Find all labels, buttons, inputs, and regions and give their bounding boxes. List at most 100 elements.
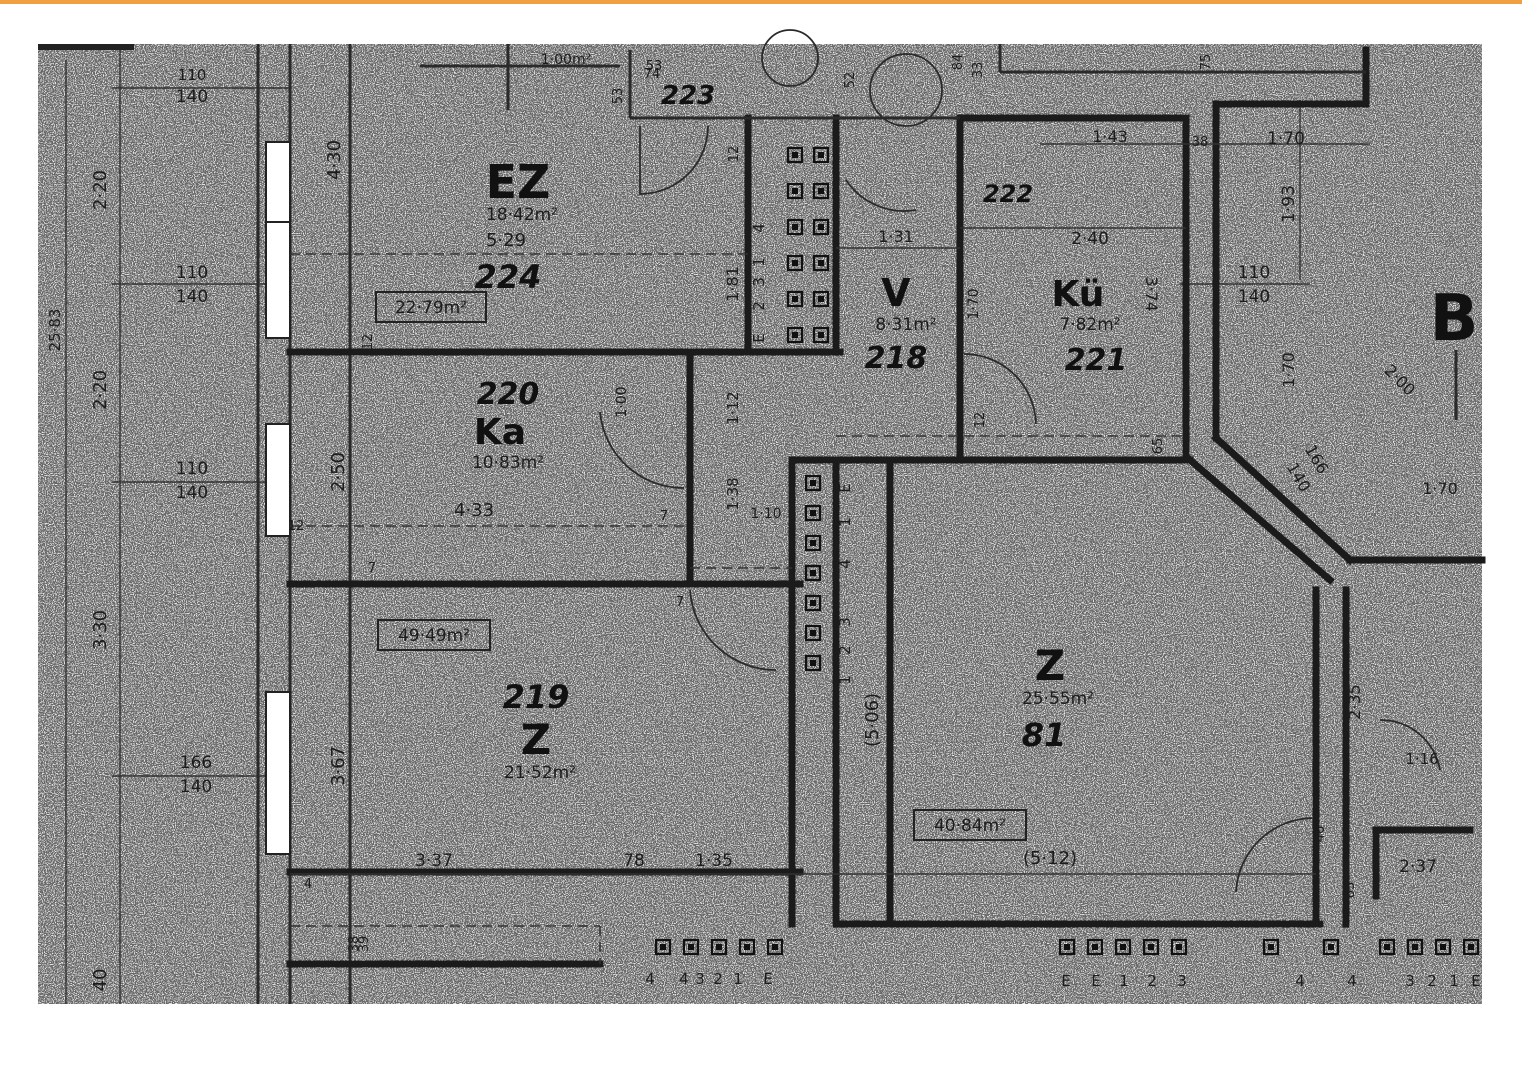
misc-dimension: 38 [347, 936, 362, 953]
room-top-b-number: 222 [983, 180, 1033, 208]
outlet-symbol-dot [818, 260, 824, 266]
outlet-symbol [804, 504, 822, 522]
room-ka-area: 10·83m² [472, 453, 544, 473]
dim-left-height-4: 40 [90, 969, 111, 992]
outlet-symbol [786, 326, 804, 344]
dim-left-height-2: 2·20 [90, 370, 111, 410]
unit-area-boxes [375, 291, 1027, 841]
outlet-symbol-dot [818, 152, 824, 158]
dim-hall-a: 1·12 [724, 391, 742, 424]
misc-dimension: 38 [1192, 135, 1209, 150]
dim-right-height: 1·93 [1279, 185, 1299, 223]
dim-ez-height: 4·30 [324, 140, 345, 180]
outlet-symbol-dot [1120, 944, 1126, 950]
electrical-label-left-column: 4 [750, 223, 768, 233]
outlet-symbol-dot [1412, 944, 1418, 950]
electrical-label-bottom-right: 2 [1427, 972, 1437, 990]
outlet-symbol [1406, 938, 1424, 956]
dim-ka-height: 2·50 [328, 452, 349, 492]
dim-kue-height: 3·74 [1142, 276, 1161, 312]
outlet-symbol-dot [792, 332, 798, 338]
dim-pair-1-bottom: 140 [176, 87, 208, 107]
dim-door-a: 1·00 [614, 386, 630, 417]
outlet-symbol [812, 182, 830, 200]
electrical-label-left-column: 1 [750, 257, 768, 267]
dim-kue-top: 1·43 [1092, 127, 1128, 146]
electrical-label-bottom-left: 3 [695, 970, 705, 988]
misc-dimension: 12 [361, 334, 376, 351]
outlet-symbol-dot [792, 188, 798, 194]
electrical-label-bottom-middle: E [1091, 972, 1100, 990]
room-top-a-number: 223 [661, 81, 715, 111]
misc-dimension: 12 [727, 146, 742, 163]
misc-dimension: 53 [646, 59, 663, 74]
dim-pair-5-bottom: 140 [1238, 287, 1270, 307]
outlet-symbol-dot [1328, 944, 1334, 950]
room-v-name: V [881, 271, 911, 315]
outlet-symbol [804, 564, 822, 582]
outlet-symbol-dot [1440, 944, 1446, 950]
unit-area-3: 40·84m² [934, 816, 1006, 836]
room-ka-number: 220 [477, 377, 540, 412]
outer-wall-left [256, 44, 352, 1004]
electrical-label-middle-column: 1 [836, 517, 854, 527]
electrical-label-left-column: E [750, 333, 768, 342]
dim-left-height-3: 3·30 [90, 610, 111, 650]
outlet-symbol [786, 290, 804, 308]
outlet-symbol [804, 594, 822, 612]
outlet-symbol [1262, 938, 1280, 956]
misc-dimension: 52 [843, 72, 858, 89]
dim-pair-4-top: 166 [180, 753, 212, 773]
outlet-symbol-dot [818, 224, 824, 230]
room-z1-number: 219 [503, 678, 570, 716]
outlet-symbol-dot [1176, 944, 1182, 950]
outlet-symbol [682, 938, 700, 956]
electrical-label-bottom-middle: 2 [1147, 972, 1157, 990]
dim-pair-3-top: 110 [176, 459, 208, 479]
outlet-symbol [1142, 938, 1160, 956]
dim-diag-a: 1·70 [1279, 352, 1298, 388]
electrical-label-bottom-middle: E [1061, 972, 1070, 990]
dim-z1-w2: 78 [623, 851, 645, 871]
outlet-symbol [1434, 938, 1452, 956]
outlet-symbol-dot [1064, 944, 1070, 950]
dim-v-width: 1·31 [878, 227, 914, 246]
room-v-number: 218 [865, 341, 928, 376]
unit-area-box-1 [375, 291, 487, 323]
outlet-symbol [812, 326, 830, 344]
outlet-symbol [766, 938, 784, 956]
dim-pair-2-bottom: 140 [176, 287, 208, 307]
dim-pair-3-bottom: 140 [176, 483, 208, 503]
electrical-label-bottom-right: 1 [1449, 972, 1459, 990]
outlet-symbol-dot [810, 570, 816, 576]
outlet-symbol-dot [792, 152, 798, 158]
electrical-label-middle-column: 4 [836, 559, 854, 569]
room-ez-name: EZ [486, 155, 551, 209]
outlet-symbol [1322, 938, 1340, 956]
outlet-symbol-dot [810, 510, 816, 516]
outlet-symbol-dot [716, 944, 722, 950]
misc-dimension: 46 [1313, 826, 1328, 843]
building-letter: B [1430, 282, 1479, 356]
room-z2-number: 81 [1022, 716, 1067, 754]
outlet-symbol-dot [1468, 944, 1474, 950]
outlet-symbol [786, 146, 804, 164]
outlet-symbol-dot [688, 944, 694, 950]
outlet-symbol [738, 938, 756, 956]
room-z2-area: 25·55m² [1022, 689, 1094, 709]
dim-right-low-c: 2·37 [1399, 857, 1437, 877]
misc-dimension: 12 [973, 412, 988, 429]
outlet-symbol [786, 254, 804, 272]
outlet-symbol [1462, 938, 1480, 956]
dim-right-low-a: 2·35 [1345, 684, 1364, 720]
outlet-symbol [1058, 938, 1076, 956]
dim-left-height-1: 2·20 [90, 170, 111, 210]
door-swings [599, 29, 1441, 893]
unit-area-box-2 [377, 619, 491, 651]
room-ez-width: 5·29 [486, 230, 526, 251]
dim-right-low-b: 1·16 [1405, 750, 1438, 768]
outlet-symbol-dot [1268, 944, 1274, 950]
outlet-symbol [786, 218, 804, 236]
